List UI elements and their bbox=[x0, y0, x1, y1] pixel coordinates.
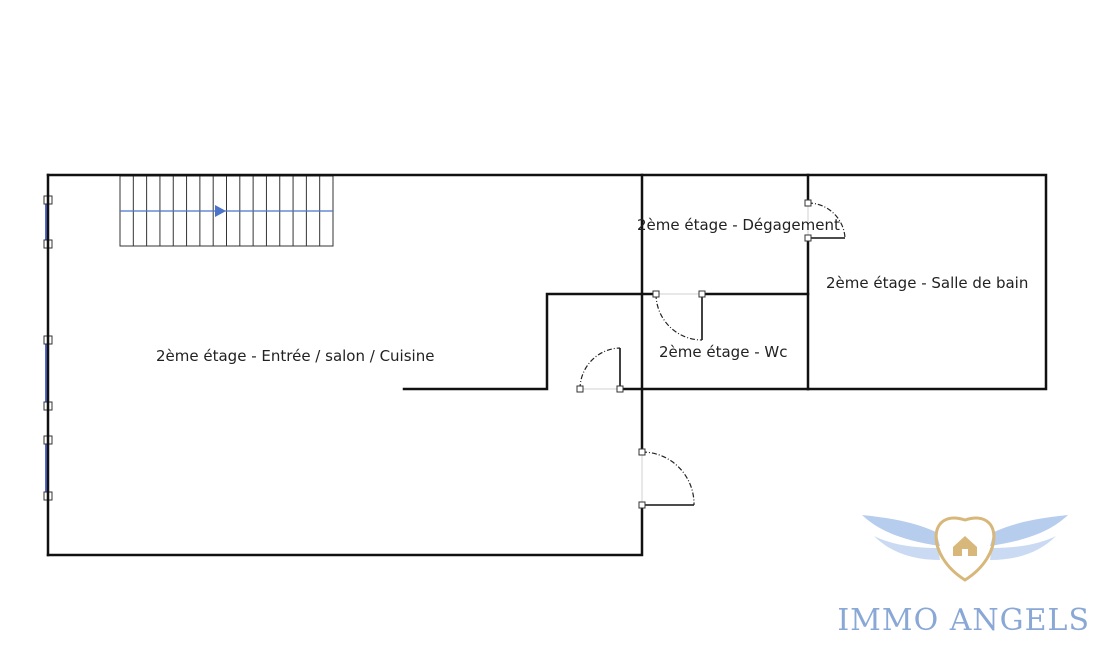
staircase bbox=[119, 175, 334, 247]
door-salle-de-bain bbox=[804, 199, 846, 242]
door-salon-exit bbox=[638, 448, 695, 509]
brand-name: IMMO ANGELS bbox=[837, 603, 1090, 638]
door-wc bbox=[652, 290, 706, 341]
room-label-degagement: 2ème étage - Dégagement bbox=[637, 216, 840, 234]
door-cellier bbox=[576, 347, 624, 393]
walls bbox=[46, 173, 1048, 557]
heart-house-icon bbox=[934, 516, 996, 582]
room-label-salon: 2ème étage - Entrée / salon / Cuisine bbox=[156, 347, 434, 365]
angel-wings-icon bbox=[862, 515, 1068, 560]
stair-arrow-icon bbox=[215, 205, 226, 217]
room-label-wc: 2ème étage - Wc bbox=[659, 343, 787, 361]
room-label-salle-de-bain: 2ème étage - Salle de bain bbox=[826, 274, 1028, 292]
brand-logo: IMMO ANGELS bbox=[837, 515, 1090, 638]
